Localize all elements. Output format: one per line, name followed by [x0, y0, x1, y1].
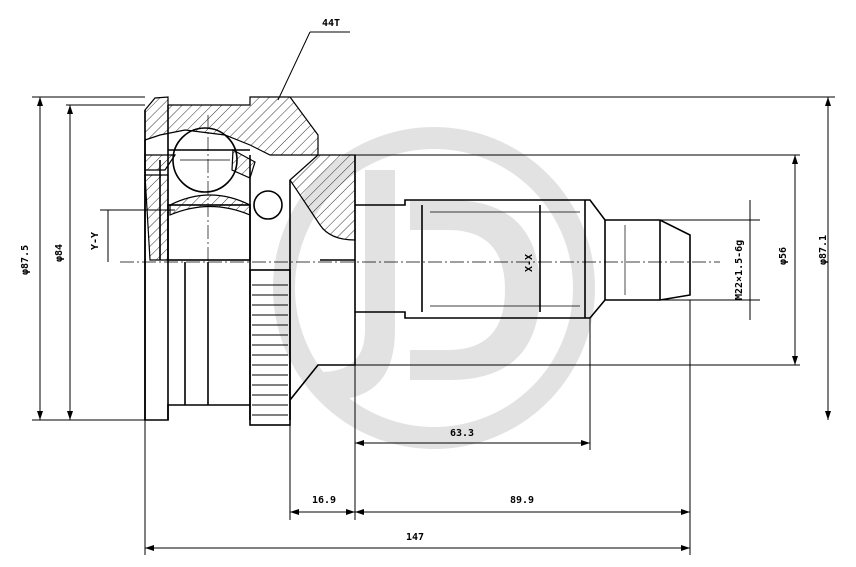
label-len-16-9: 16.9 — [312, 495, 336, 506]
label-thread: M22×1.5-6g — [734, 240, 745, 300]
label-section-yy: Y-Y — [90, 232, 101, 250]
label-section-xx: X-X — [524, 254, 535, 272]
dimension-lines — [32, 31, 835, 555]
shaft — [355, 199, 691, 319]
label-dia-87-5: φ87.5 — [20, 245, 31, 275]
label-dia-87-1: φ87.1 — [818, 235, 829, 265]
inner-race — [167, 127, 283, 405]
label-len-63-3: 63.3 — [450, 428, 474, 439]
outer-bell-housing — [144, 96, 319, 421]
arrowheads — [37, 97, 831, 551]
label-dia-84: φ84 — [54, 244, 65, 262]
abs-ring — [249, 269, 291, 426]
label-len-89-9: 89.9 — [510, 495, 534, 506]
label-44t: 44T — [322, 18, 340, 29]
label-dia-56: φ56 — [778, 247, 789, 265]
stem — [289, 154, 356, 420]
label-len-147: 147 — [406, 532, 424, 543]
jd-watermark — [273, 127, 595, 449]
